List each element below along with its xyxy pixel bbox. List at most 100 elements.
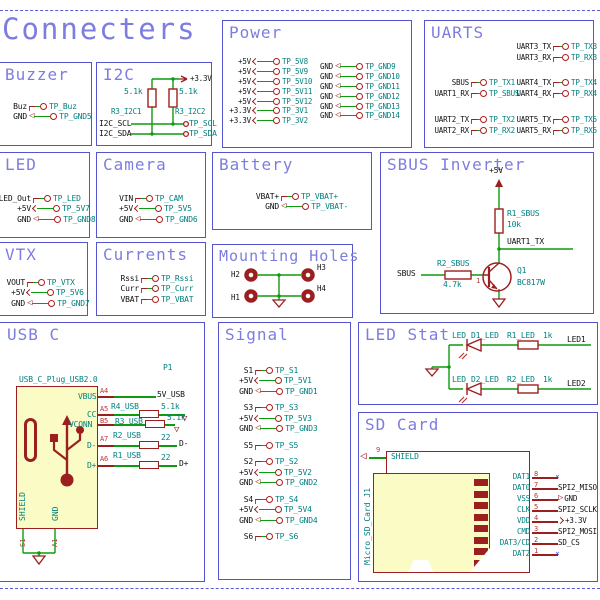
arrow-left-icon [251,58,260,66]
tp-row: GND◁TP_GND1 [227,386,318,397]
net-label: UART4_TX [516,78,551,87]
jog-icon [553,46,559,51]
tp-label: TP_CAM [155,193,183,203]
pin-number: B5 [100,417,109,425]
wire [38,218,55,220]
tp-row: GND◁TP_GND5 [0,112,92,123]
wire [259,509,275,511]
testpoint-circle-icon [562,127,569,134]
usb-plug-outline-icon [24,418,37,462]
wire [257,120,273,122]
net-label: GND [320,91,333,101]
wire [261,407,266,409]
net-label: +5V [238,86,251,96]
pin-cell: 6 [532,492,558,504]
power-net-label: +3.3V [190,74,212,83]
testpoint-circle-icon [266,441,273,449]
testpoint-circle-icon [266,404,273,412]
pin-name: VBUS [78,392,97,401]
net-label: GND [239,424,253,434]
net-label: SD_CS [558,538,580,547]
tp-label: TP_5V8 [282,57,308,67]
wire [260,519,277,521]
wire [32,302,49,304]
jog-icon [255,444,261,450]
net-label: UART4_RX [516,89,551,98]
testpoint-circle-icon [480,127,487,134]
resistor-ref: R2_USB [113,431,141,440]
testpoint-circle-icon [47,289,54,297]
tp-label: TP_RX3 [571,53,597,62]
wire [477,130,480,131]
jog-icon [141,298,147,304]
section-title: LED Stat [365,325,451,344]
pin-line [98,465,114,467]
hole-label: H1 [231,293,240,302]
hole-label: H2 [231,270,240,279]
testpoint-circle-icon [155,205,162,213]
net-label: LED1 [567,335,586,344]
tp-label: TP_GND5 [59,112,92,122]
pin-number: 1 [476,277,481,285]
section-mounting-holes: Mounting Holes H2 H3 H1 H4 [212,244,358,318]
wire [260,428,277,430]
resistor-value: 5.1k [179,87,198,96]
section-title: LED [5,155,37,174]
gnd-arrow-icon: ◁ [335,61,341,72]
pin-number: 5 [534,503,539,511]
net-label: +5V [238,96,251,106]
tp-label: TP_TX3 [571,42,597,51]
resistor-value: 5.1k [124,87,143,96]
tp-label: TP_5V3 [284,413,312,423]
hole-label: H4 [317,284,326,293]
net-label: S5 [243,440,253,450]
testpoint-circle-icon [356,112,364,120]
jog-icon [141,288,147,294]
gnd-arrow-icon: ◁ [33,213,39,224]
arrow-left-icon [253,377,262,385]
net-label: LED_Out [0,193,31,203]
tp-label: TP_S3 [275,403,299,413]
wire [159,445,177,447]
wire [259,417,275,419]
pin-number: 7 [534,481,539,489]
tp-label: TP_5V9 [282,67,308,77]
wire [261,444,266,446]
wire [559,93,562,94]
tp-label: TP_5V11 [282,86,313,96]
resistor-value: 22 [161,453,171,462]
wire [31,292,47,294]
pin-name: DAT0 [512,483,530,492]
section-title: Currents [103,245,189,264]
net-label: GND [564,494,578,503]
net-label: Buz [13,101,27,111]
testpoint-circle-icon [302,203,310,211]
tp-label: TP_5V1 [284,376,312,386]
net-label: S3 [243,403,253,413]
i2c-circuit-graphics [131,75,190,138]
section-title: Battery [219,155,294,174]
connector-value: USB_C_Plug_USB2.0 [19,375,98,384]
testpoint-circle-icon [152,274,159,282]
pin-name: D- [87,441,97,450]
testpoint-circle-icon [273,68,280,76]
sd-card-body [373,473,490,573]
resistor-ref: R3_USB [115,417,143,426]
